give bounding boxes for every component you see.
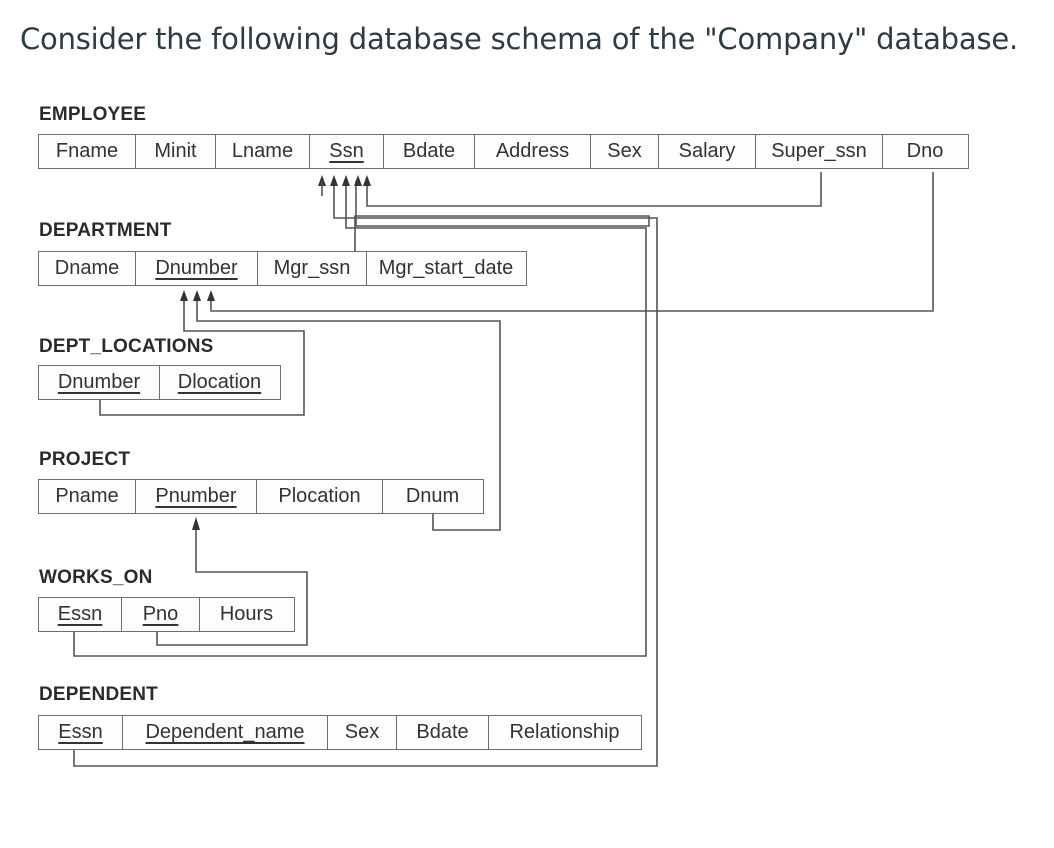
employee-attr-sex: Sex: [591, 135, 659, 168]
dependent-attr-relationship: Relationship: [509, 721, 620, 743]
employee-attr-fname: Fname: [39, 135, 136, 168]
works-on-title: WORKS_ON: [39, 567, 153, 588]
employee-attr-salary: Salary: [659, 135, 756, 168]
department-attr-dnumber: Dnumber: [136, 252, 258, 285]
arrowhead-ssn-4: [354, 175, 362, 186]
dependent-title: DEPENDENT: [39, 684, 158, 705]
department-title: DEPARTMENT: [39, 220, 172, 241]
project-attr-dnum: Dnum: [405, 485, 460, 507]
employee-attr-minit: Minit: [136, 135, 216, 168]
works-on-table: Essn Pno Hours: [38, 597, 295, 632]
works-on-attr-hours: Hours: [219, 603, 274, 625]
employee-attr-super-ssn: Super_ssn: [756, 135, 883, 168]
project-title: PROJECT: [39, 449, 131, 470]
employee-attr-dno: Dno: [906, 140, 944, 162]
project-attr-pname: Pname: [39, 480, 136, 513]
link-mgr-ssn-to-ssn: [354, 181, 650, 251]
arrowhead-ssn-3: [342, 175, 350, 186]
dependent-attr-dependent-name: Dependent_name: [123, 716, 328, 749]
department-attr-mgr-ssn: Mgr_ssn: [258, 252, 367, 285]
project-attr-plocation: Plocation: [257, 480, 383, 513]
arrowhead-pnumber: [192, 517, 200, 530]
department-table: Dname Dnumber Mgr_ssn Mgr_start_date: [38, 251, 527, 286]
works-on-attr-essn: Essn: [39, 598, 122, 631]
arrowhead-dnumber-2: [193, 290, 201, 301]
employee-attr-address: Address: [475, 135, 591, 168]
project-attr-pnumber: Pnumber: [136, 480, 257, 513]
employee-attr-lname: Lname: [216, 135, 310, 168]
department-attr-dname: Dname: [39, 252, 136, 285]
arrowhead-dnumber-1: [180, 290, 188, 301]
employee-title: EMPLOYEE: [39, 104, 147, 125]
arrowhead-ssn-5: [363, 175, 371, 186]
dept-locations-title: DEPT_LOCATIONS: [39, 336, 214, 357]
dept-locations-attr-dlocation: Dlocation: [177, 371, 262, 393]
dept-locations-attr-dnumber: Dnumber: [39, 366, 160, 399]
link-dno-to-dnumber: [210, 172, 934, 312]
works-on-attr-pno: Pno: [122, 598, 200, 631]
department-attr-mgr-start-date: Mgr_start_date: [378, 257, 514, 279]
link-super-ssn-to-ssn: [366, 172, 822, 207]
employee-attr-ssn: Ssn: [310, 135, 384, 168]
dept-locations-table: Dnumber Dlocation: [38, 365, 281, 400]
question-text: Consider the following database schema o…: [20, 22, 1019, 56]
dependent-attr-sex: Sex: [328, 716, 397, 749]
dependent-attr-essn: Essn: [39, 716, 123, 749]
dependent-attr-bdate: Bdate: [397, 716, 489, 749]
arrowhead-ssn-1: [318, 175, 326, 186]
employee-table: Fname Minit Lname Ssn Bdate Address Sex …: [38, 134, 969, 169]
arrowhead-dnumber-3: [207, 290, 215, 301]
employee-attr-bdate: Bdate: [384, 135, 475, 168]
project-table: Pname Pnumber Plocation Dnum: [38, 479, 484, 514]
dependent-table: Essn Dependent_name Sex Bdate Relationsh…: [38, 715, 642, 750]
arrowhead-ssn-2: [330, 175, 338, 186]
